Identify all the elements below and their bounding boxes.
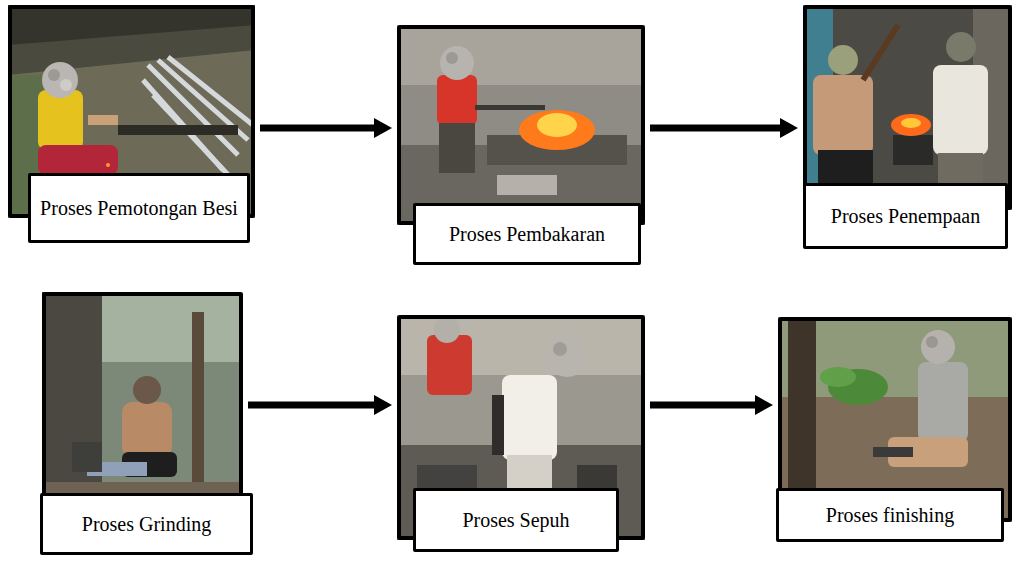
photo-frame: Proses Penempaan — [803, 5, 1012, 210]
photo-frame: Proses Sepuh — [397, 315, 645, 540]
process-label: Proses Grinding — [82, 513, 211, 535]
caption-box: Proses Penempaan — [803, 183, 1008, 249]
flow-arrow — [260, 125, 374, 132]
process-label: Proses Sepuh — [462, 509, 569, 531]
flow-arrow — [248, 402, 374, 409]
process-label: Proses Pemotongan Besi — [40, 197, 238, 219]
photo-frame: Proses Pembakaran — [397, 25, 645, 225]
caption-box: Proses Pembakaran — [413, 203, 641, 265]
process-label: Proses Pembakaran — [449, 223, 605, 245]
photo-frame: Proses Grinding — [42, 292, 243, 540]
flow-arrow — [650, 125, 780, 132]
caption-box: Proses Grinding — [40, 493, 253, 555]
photo-frame: Proses finishing — [778, 317, 1012, 522]
photo-frame: Proses Pemotongan Besi — [8, 5, 255, 218]
process-label: Proses finishing — [826, 504, 954, 526]
caption-box: Proses Pemotongan Besi — [28, 173, 250, 243]
flow-arrow — [650, 402, 755, 409]
heating-photo — [397, 25, 645, 225]
forging-photo — [803, 5, 1012, 210]
caption-box: Proses finishing — [776, 488, 1004, 542]
caption-box: Proses Sepuh — [413, 488, 619, 552]
process-label: Proses Penempaan — [831, 205, 980, 227]
